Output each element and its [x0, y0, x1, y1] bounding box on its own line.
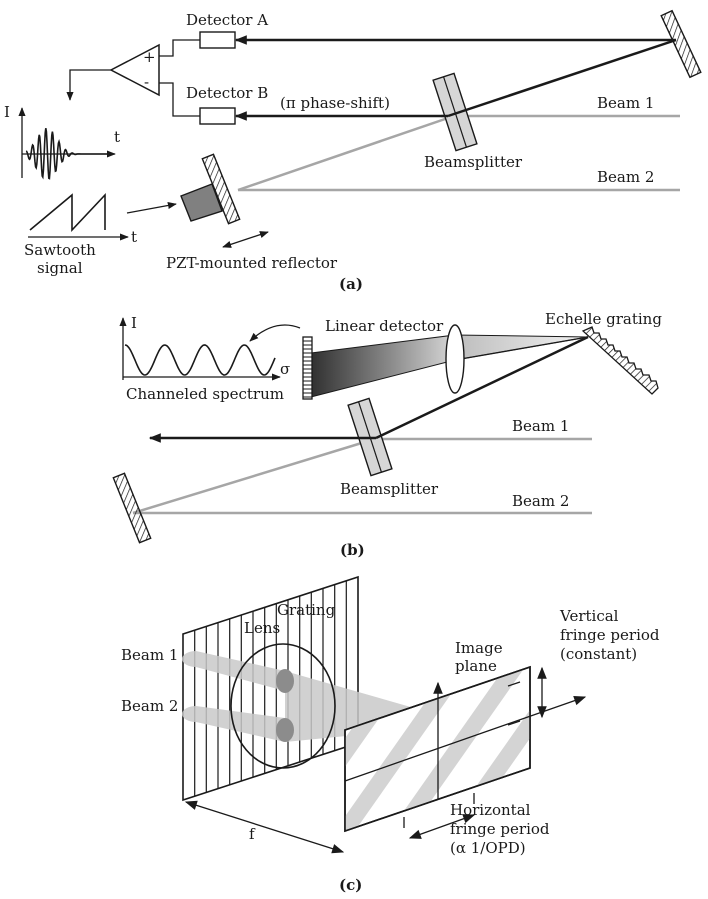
beam2-diagonal-a — [237, 116, 449, 192]
return-diagonal-b — [375, 335, 589, 440]
beam2-label-b: Beam 2 — [512, 492, 569, 510]
pzt-label: PZT-mounted reflector — [166, 254, 338, 272]
phase-shift-label: (π phase-shift) — [280, 94, 390, 112]
caption-c: (c) — [339, 876, 362, 894]
signal-axis-i: I — [4, 103, 10, 121]
mirror-a-top — [660, 9, 702, 79]
image-plane-label-1: Image — [455, 639, 503, 657]
echelle-label: Echelle grating — [545, 310, 662, 328]
beam1-label-b: Beam 1 — [512, 417, 569, 435]
beam1-label-a: Beam 1 — [597, 94, 654, 112]
signal-axis-t: t — [114, 128, 120, 146]
vertical-period-label-1: Vertical — [559, 607, 619, 625]
sawtooth-axis-t: t — [131, 228, 137, 246]
wire-detector-b — [157, 82, 200, 117]
sawtooth-label-1: Sawtooth — [24, 241, 96, 259]
beam2-label-a: Beam 2 — [597, 168, 654, 186]
pzt-mirror — [201, 153, 241, 225]
beamsplitter-a — [432, 72, 478, 152]
channeled-spectrum-curve — [124, 344, 276, 376]
beam2-label-c: Beam 2 — [121, 697, 178, 715]
channeled-spectrum-label: Channeled spectrum — [126, 385, 284, 403]
image-plane-label-2: plane — [455, 657, 497, 675]
horizontal-period-arrow — [408, 814, 476, 839]
detector-b-label: Detector B — [186, 84, 268, 102]
lens-label: Lens — [244, 619, 280, 637]
vertical-period-tick-top — [507, 681, 521, 687]
spectrum-axis-sigma: σ — [280, 360, 290, 378]
horizontal-period-label-1: Horizontal — [450, 801, 531, 819]
linear-detector — [302, 336, 313, 400]
sawtooth-label-2: signal — [37, 259, 83, 277]
detector-a-label: Detector A — [186, 11, 268, 29]
caption-b: (b) — [340, 541, 365, 559]
mirror-b-left — [112, 472, 152, 544]
amp-output-wire — [66, 69, 111, 101]
panel-a: Detector A Detector B (π phase-shift) Be… — [4, 9, 702, 293]
amp-plus: + — [143, 48, 156, 66]
grating-label: Grating — [277, 601, 336, 619]
lens-b — [445, 324, 465, 394]
lens-c — [230, 643, 336, 769]
panel-b: Linear detector Echelle grating I σ Chan… — [112, 310, 662, 559]
beam1-label-c: Beam 1 — [121, 646, 178, 664]
linear-detector-label: Linear detector — [325, 317, 444, 335]
sawtooth-wave — [29, 192, 106, 233]
vertical-period-label-2: fringe period — [560, 626, 660, 644]
beam2-spot — [276, 718, 294, 742]
beamsplitter-label-b: Beamsplitter — [340, 480, 439, 498]
vertical-period-label-3: (constant) — [560, 645, 637, 663]
horizontal-period-label-3: (α 1/OPD) — [450, 839, 526, 857]
image-plane-overlay — [344, 665, 531, 833]
wire-detector-a — [157, 39, 200, 57]
pzt-motion-arrow — [222, 231, 269, 248]
cone-edge-lower — [454, 336, 589, 361]
interference-burst — [25, 128, 110, 180]
beam2-diagonal-b — [132, 436, 379, 515]
sawtooth-to-pzt-arrow — [126, 201, 177, 214]
detector-cone — [310, 334, 456, 398]
diff-amplifier — [109, 43, 160, 97]
detector-b-box — [199, 107, 236, 125]
focal-length-label: f — [249, 825, 256, 843]
horizontal-period-label-2: fringe period — [450, 820, 550, 838]
caption-a: (a) — [339, 275, 363, 293]
beam1-spot — [276, 669, 294, 693]
detector-a-box — [199, 31, 236, 49]
vertical-period-tick-bottom — [507, 720, 521, 726]
panel-c: Grating Lens Beam 1 Beam 2 Image plane V… — [121, 575, 660, 894]
linear-detector-pixels — [303, 340, 312, 398]
pzt-actuator — [180, 183, 223, 222]
focal-length-arrow — [184, 800, 345, 854]
amp-minus: - — [144, 73, 149, 91]
beamsplitter-label-a: Beamsplitter — [424, 153, 523, 171]
return-diagonal-a — [447, 38, 677, 118]
beam1-tube-c — [182, 651, 285, 691]
spectrum-axis-i: I — [131, 314, 137, 332]
echelle-grating — [581, 326, 659, 395]
detector-readout-arrow — [249, 324, 301, 342]
